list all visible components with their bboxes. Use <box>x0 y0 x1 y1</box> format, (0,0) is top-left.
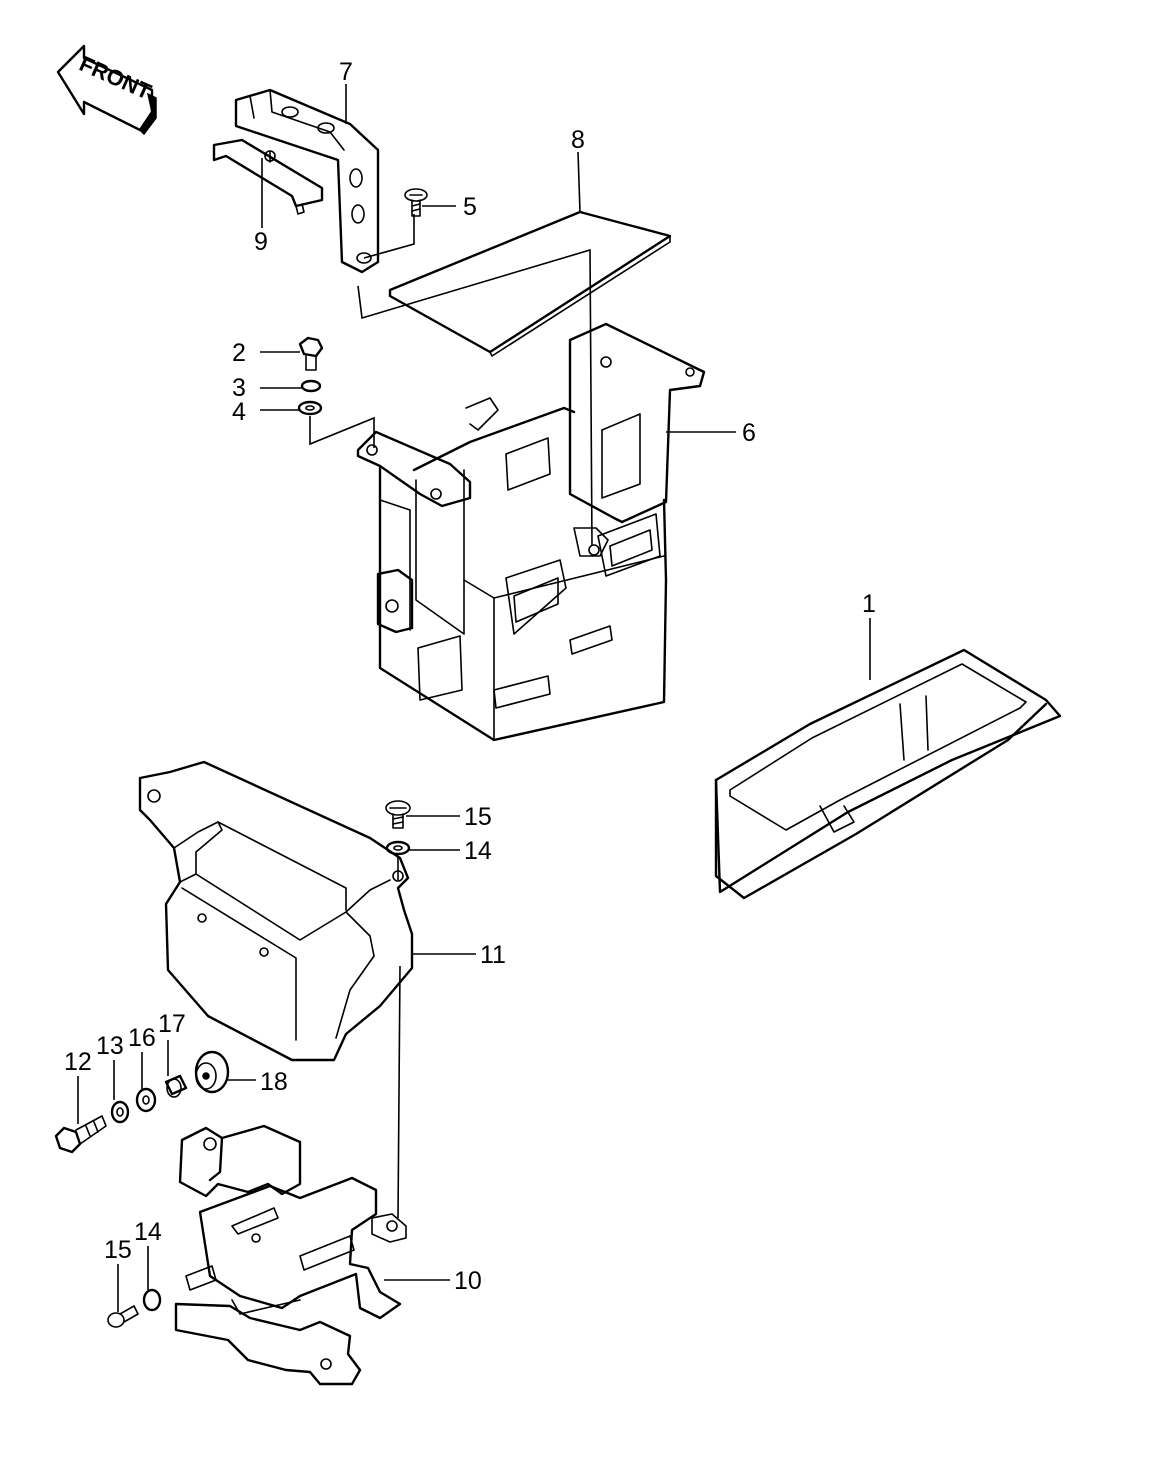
callout-16: 16 <box>128 1024 156 1052</box>
callout-9: 9 <box>254 228 268 256</box>
callout-1: 1 <box>862 590 876 618</box>
part-11-regulator <box>138 760 414 1062</box>
callout-2: 2 <box>232 339 246 367</box>
part-16-washer <box>135 1087 157 1113</box>
leader-lines <box>77 84 871 1312</box>
callout-13: 13 <box>96 1032 124 1060</box>
part-5-screw <box>404 188 428 217</box>
callout-17: 17 <box>158 1010 186 1038</box>
part-10-bracket <box>174 1124 407 1386</box>
part-18-grommet <box>194 1050 230 1094</box>
front-arrow-icon: FRONT <box>56 44 157 136</box>
callout-7: 7 <box>339 58 353 86</box>
part-1-cover <box>714 648 1062 900</box>
part-12-bolt <box>54 1115 107 1154</box>
callout-15-lower: 15 <box>104 1236 132 1264</box>
part-15-screw <box>385 800 411 829</box>
part-3-lock-washer <box>300 379 322 393</box>
callout-15-upper: 15 <box>464 803 492 831</box>
callout-14-lower: 14 <box>134 1218 162 1246</box>
part-4-washer <box>297 400 323 416</box>
part-13-washer <box>110 1100 130 1124</box>
part-17-collar <box>164 1074 188 1098</box>
callout-10: 10 <box>454 1267 482 1295</box>
part-2-bolt <box>298 336 324 371</box>
callout-3: 3 <box>232 374 246 402</box>
part-15-screw-lower <box>107 1305 139 1328</box>
callout-labels: 7 8 5 9 2 3 4 6 1 15 14 11 17 13 16 12 1… <box>64 58 876 1295</box>
callout-11: 11 <box>480 941 506 969</box>
callout-12: 12 <box>64 1048 92 1076</box>
part-7-bracket <box>234 88 380 274</box>
part-8-pad <box>388 210 672 357</box>
callout-5: 5 <box>463 193 477 221</box>
part-14-washer-lower <box>142 1288 162 1312</box>
callout-8: 8 <box>571 126 585 154</box>
part-6-battery-case <box>356 322 706 742</box>
callout-4: 4 <box>232 398 246 426</box>
part-9-bracket <box>212 138 324 215</box>
callout-14-upper: 14 <box>464 837 492 865</box>
callout-6: 6 <box>742 419 756 447</box>
callout-18: 18 <box>260 1068 288 1096</box>
